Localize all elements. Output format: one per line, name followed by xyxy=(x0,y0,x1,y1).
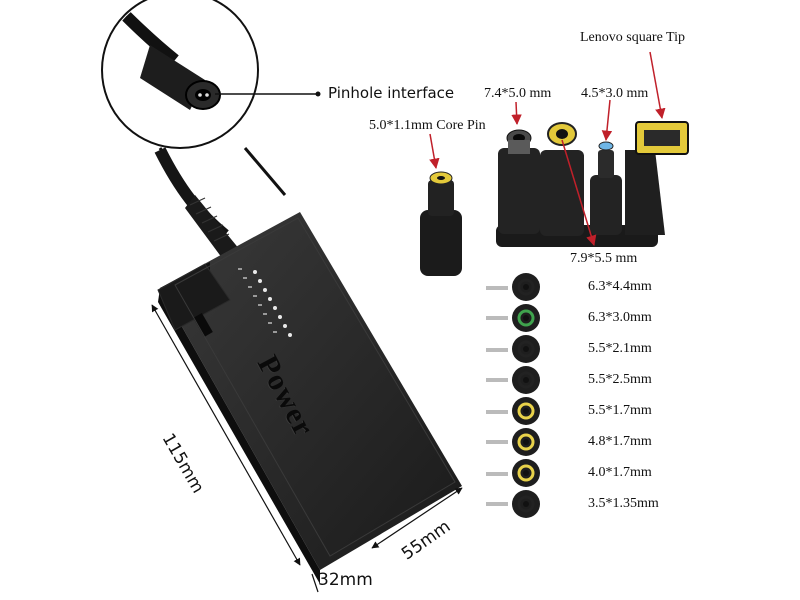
large-tips xyxy=(420,121,689,276)
tip-size-label: 6.3*3.0mm xyxy=(588,310,652,325)
tip-size-label: 4.8*1.7mm xyxy=(588,434,652,449)
tip-icon xyxy=(512,304,540,332)
tip-icon xyxy=(512,397,540,425)
tip-size-label: 5.5*1.7mm xyxy=(588,403,652,418)
tip-icon xyxy=(512,335,540,363)
dimension-height: 32mm xyxy=(318,570,373,590)
tip-row: 4.0*1.7mm xyxy=(480,459,690,489)
tip-size-label: 6.3*4.4mm xyxy=(588,279,652,294)
tip-row: 3.5*1.35mm xyxy=(480,490,690,520)
tip-row: 5.5*2.1mm xyxy=(480,335,690,365)
cable xyxy=(154,147,287,262)
tip-size-label: 3.5*1.35mm xyxy=(588,496,659,511)
tip-size-label: 5.5*2.1mm xyxy=(588,341,652,356)
small-tips-pins xyxy=(486,286,508,506)
tip-row: 4.8*1.7mm xyxy=(480,428,690,458)
label-lenovo-square-tip: Lenovo square Tip xyxy=(580,30,685,45)
tip-icon xyxy=(512,366,540,394)
adapter-body xyxy=(157,212,462,584)
label-tip-7-9: 7.9*5.5 mm xyxy=(570,251,638,266)
tip-icon xyxy=(512,273,540,301)
label-tip-4-5: 4.5*3.0 mm xyxy=(581,86,649,101)
tip-size-label: 4.0*1.7mm xyxy=(588,465,652,480)
tip-size-label: 5.5*2.5mm xyxy=(588,372,652,387)
tip-row: 6.3*4.4mm xyxy=(480,273,690,303)
tip-row: 6.3*3.0mm xyxy=(480,304,690,334)
tip-icon xyxy=(512,490,540,518)
tip-row: 5.5*2.5mm xyxy=(480,366,690,396)
callout-arrows xyxy=(429,51,666,247)
label-tip-5-0: 5.0*1.1mm Core Pin xyxy=(369,118,486,133)
tip-row: 5.5*1.7mm xyxy=(480,397,690,427)
dimension-lines xyxy=(151,304,463,593)
tip-icon xyxy=(512,428,540,456)
label-pinhole-interface: Pinhole interface xyxy=(328,84,455,102)
tip-icon xyxy=(512,459,540,487)
zoom-circle xyxy=(101,0,259,149)
label-tip-7-4: 7.4*5.0 mm xyxy=(484,86,552,101)
